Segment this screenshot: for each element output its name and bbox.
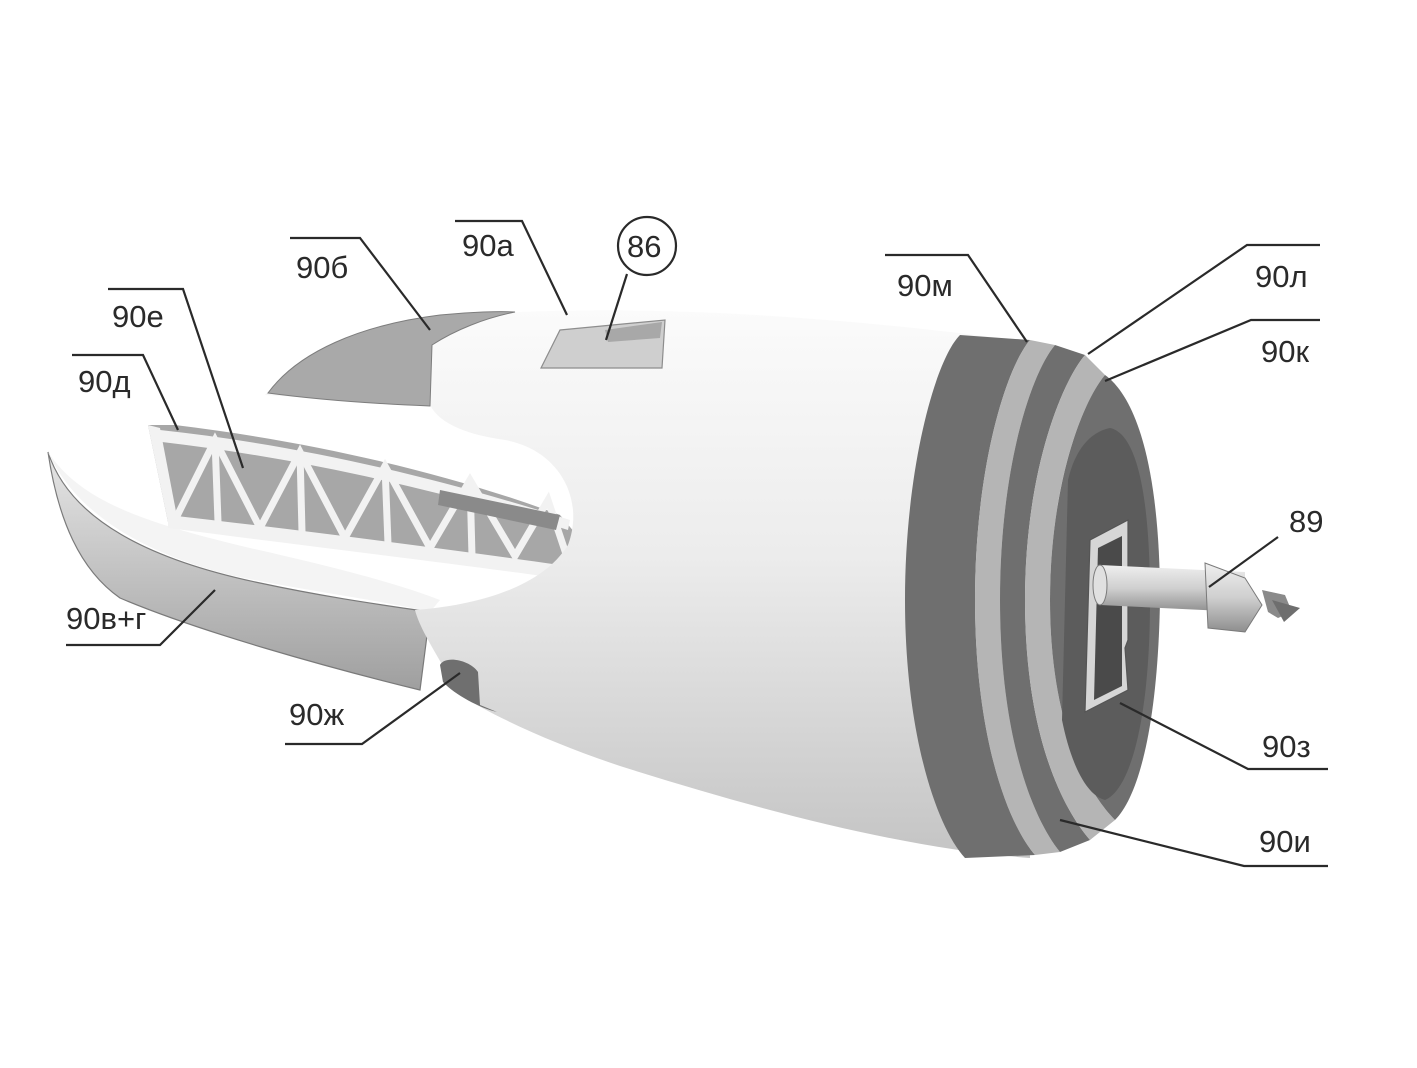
hatch-86-inner <box>605 322 662 342</box>
leader-90m <box>885 253 1028 343</box>
label-90z: 90з <box>1262 729 1311 764</box>
label-90vg: 90в+г <box>66 601 146 636</box>
label-89: 89 <box>1289 504 1323 539</box>
main-body <box>265 310 1030 858</box>
label-90i: 90и <box>1259 824 1311 859</box>
leader-lines <box>66 219 1328 868</box>
leader-90d <box>72 353 179 431</box>
leader-90b <box>290 236 431 331</box>
leader-86 <box>604 273 629 341</box>
label-90l: 90л <box>1255 259 1308 294</box>
label-86: 86 <box>627 229 661 264</box>
leader-90a <box>455 219 568 316</box>
label-90b: 90б <box>296 250 348 285</box>
label-90zh: 90ж <box>289 697 344 732</box>
label-90m: 90м <box>897 268 953 303</box>
truss-frame <box>148 425 585 578</box>
leader-90z <box>1119 702 1328 771</box>
leader-90zh <box>285 672 461 746</box>
label-90e: 90е <box>112 299 164 334</box>
callout-circle-86 <box>616 215 678 277</box>
labels: 90а 90б 90е 90д 90в+г 90ж 86 90м 90л 90к… <box>66 228 1323 859</box>
side-hatch-90zh <box>440 659 497 712</box>
leader-90i <box>1059 818 1328 868</box>
leader-90vg <box>66 589 216 647</box>
leader-90l <box>1087 243 1320 355</box>
upper-panel <box>267 311 516 407</box>
lower-hull-inner <box>48 452 440 612</box>
leader-90e <box>108 287 245 469</box>
label-90d: 90д <box>78 364 131 399</box>
label-90a: 90а <box>462 228 514 263</box>
leader-90k <box>1104 318 1320 383</box>
lower-hull-panel <box>47 451 431 691</box>
leader-89 <box>1208 536 1279 588</box>
label-90k: 90к <box>1261 334 1309 369</box>
